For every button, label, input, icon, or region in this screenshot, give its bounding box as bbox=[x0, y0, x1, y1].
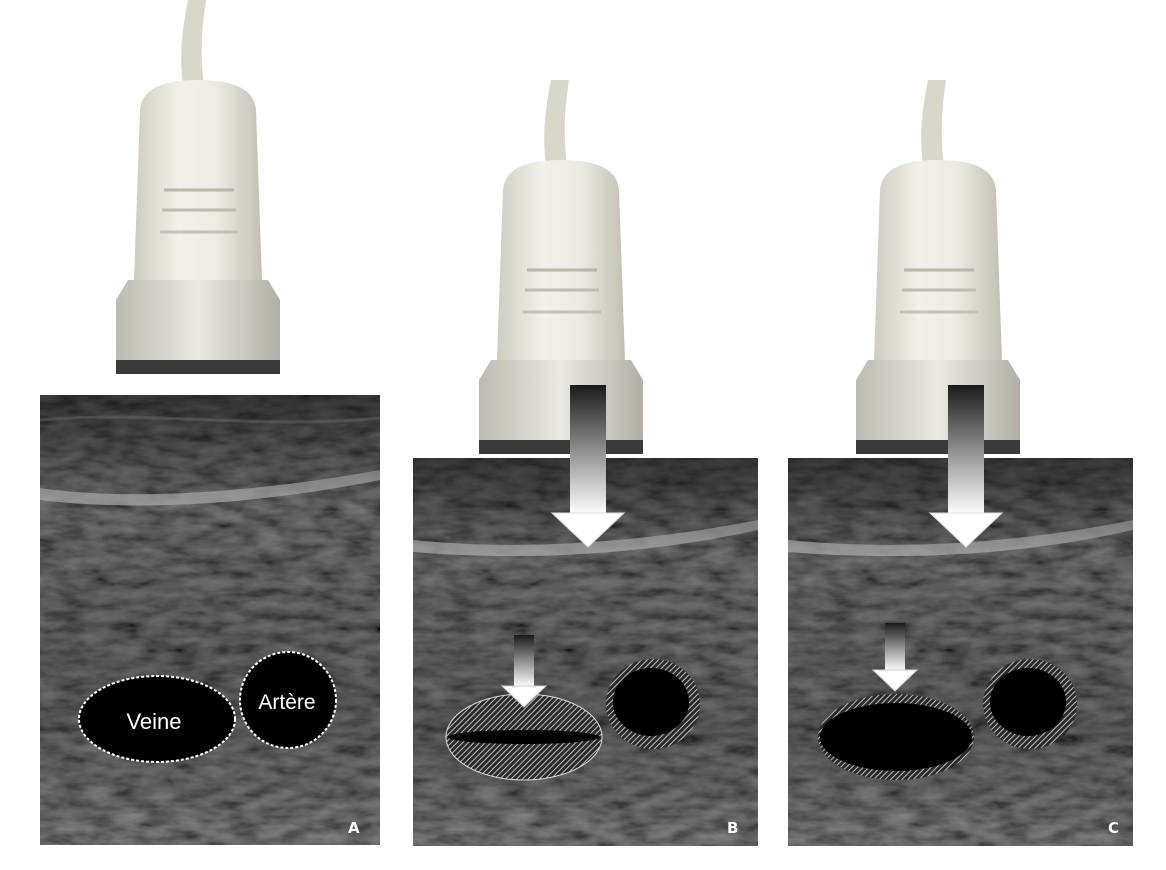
ultrasound-probe-icon bbox=[479, 80, 643, 454]
vein-label: Veine bbox=[126, 709, 181, 734]
panel-letter-a: A bbox=[348, 819, 360, 837]
ultrasound-probe-icon bbox=[856, 80, 1020, 454]
ultrasound-image-a bbox=[40, 395, 380, 845]
panel-a-graphic: Veine Artère A bbox=[0, 0, 390, 850]
panel-letter-b: B bbox=[727, 819, 738, 837]
panel-b-graphic: B bbox=[390, 0, 780, 850]
vein-c-noncompressed bbox=[818, 694, 974, 780]
panel-c: C bbox=[770, 0, 1166, 850]
artery-a: Artère bbox=[240, 652, 336, 748]
panel-letter-c: C bbox=[1108, 819, 1119, 837]
panel-a: Veine Artère A bbox=[0, 0, 390, 850]
artery-b bbox=[606, 659, 700, 749]
vein-a: Veine bbox=[79, 676, 235, 762]
panel-c-graphic: C bbox=[770, 0, 1166, 850]
panel-b: B bbox=[390, 0, 780, 850]
ultrasound-probe-icon bbox=[116, 0, 280, 374]
artery-c bbox=[983, 659, 1077, 749]
artery-label: Artère bbox=[258, 691, 315, 714]
